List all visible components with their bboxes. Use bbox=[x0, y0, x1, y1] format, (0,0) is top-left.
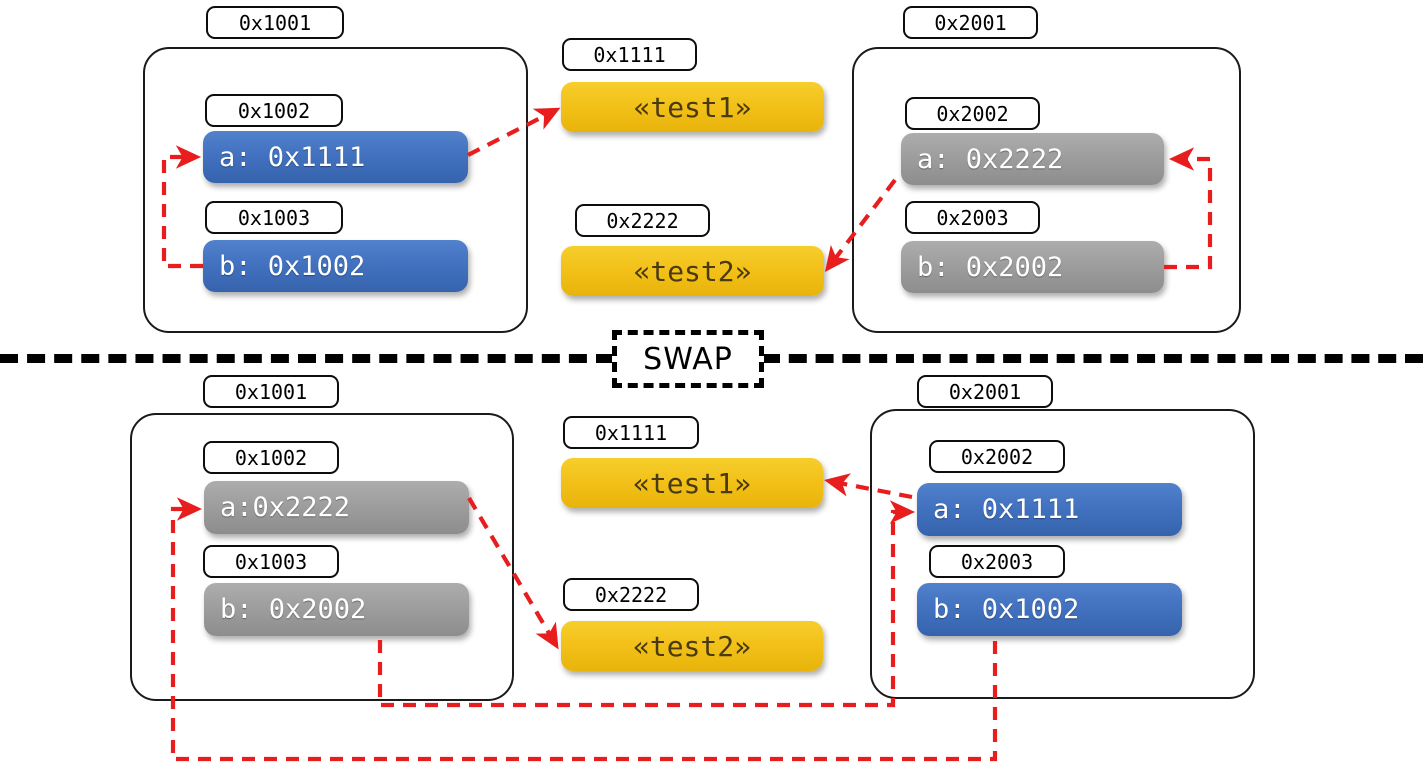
after-left-row1-cell: b: 0x2002 bbox=[204, 583, 469, 636]
after-right-row0-address: 0x2002 bbox=[929, 440, 1065, 473]
before-left-row0-cell: a: 0x1111 bbox=[203, 131, 468, 183]
swap-label: SWAP bbox=[612, 330, 764, 388]
after-left-frame-address: 0x1001 bbox=[203, 375, 339, 408]
before-left-frame bbox=[143, 47, 528, 333]
before-left-row0-address: 0x1002 bbox=[205, 94, 343, 127]
after-left-row1-address: 0x1003 bbox=[203, 545, 339, 578]
after-right-row1-cell: b: 0x1002 bbox=[917, 583, 1182, 636]
before-left-frame-address: 0x1001 bbox=[206, 6, 344, 39]
before-right-row0-address: 0x2002 bbox=[905, 97, 1040, 130]
after-heap0-cell: «test1» bbox=[561, 458, 823, 508]
after-heap1-cell: «test2» bbox=[561, 621, 823, 671]
before-right-frame-address: 0x2001 bbox=[903, 6, 1038, 39]
swap-divider-left bbox=[0, 354, 614, 363]
before-left-row1-cell: b: 0x1002 bbox=[203, 240, 468, 292]
before-right-row1-cell: b: 0x2002 bbox=[901, 241, 1164, 293]
before-left-row1-address: 0x1003 bbox=[205, 201, 343, 234]
after-right-row0-cell: a: 0x1111 bbox=[917, 483, 1182, 536]
after-right-row1-address: 0x2003 bbox=[929, 545, 1065, 578]
before-right-row1-address: 0x2003 bbox=[905, 201, 1040, 234]
before-heap0-cell: «test1» bbox=[561, 82, 824, 132]
before-heap0-address: 0x1111 bbox=[562, 38, 697, 71]
after-left-row0-address: 0x1002 bbox=[203, 441, 339, 474]
after-heap0-address: 0x1111 bbox=[563, 416, 699, 449]
before-heap1-cell: «test2» bbox=[561, 246, 824, 296]
after-right-frame-address: 0x2001 bbox=[917, 375, 1053, 408]
swap-divider-right bbox=[762, 354, 1423, 363]
after-left-row0-cell: a:0x2222 bbox=[204, 481, 469, 534]
after-heap1-address: 0x2222 bbox=[563, 578, 699, 611]
before-heap1-address: 0x2222 bbox=[575, 204, 710, 237]
before-right-row0-cell: a: 0x2222 bbox=[901, 133, 1164, 185]
